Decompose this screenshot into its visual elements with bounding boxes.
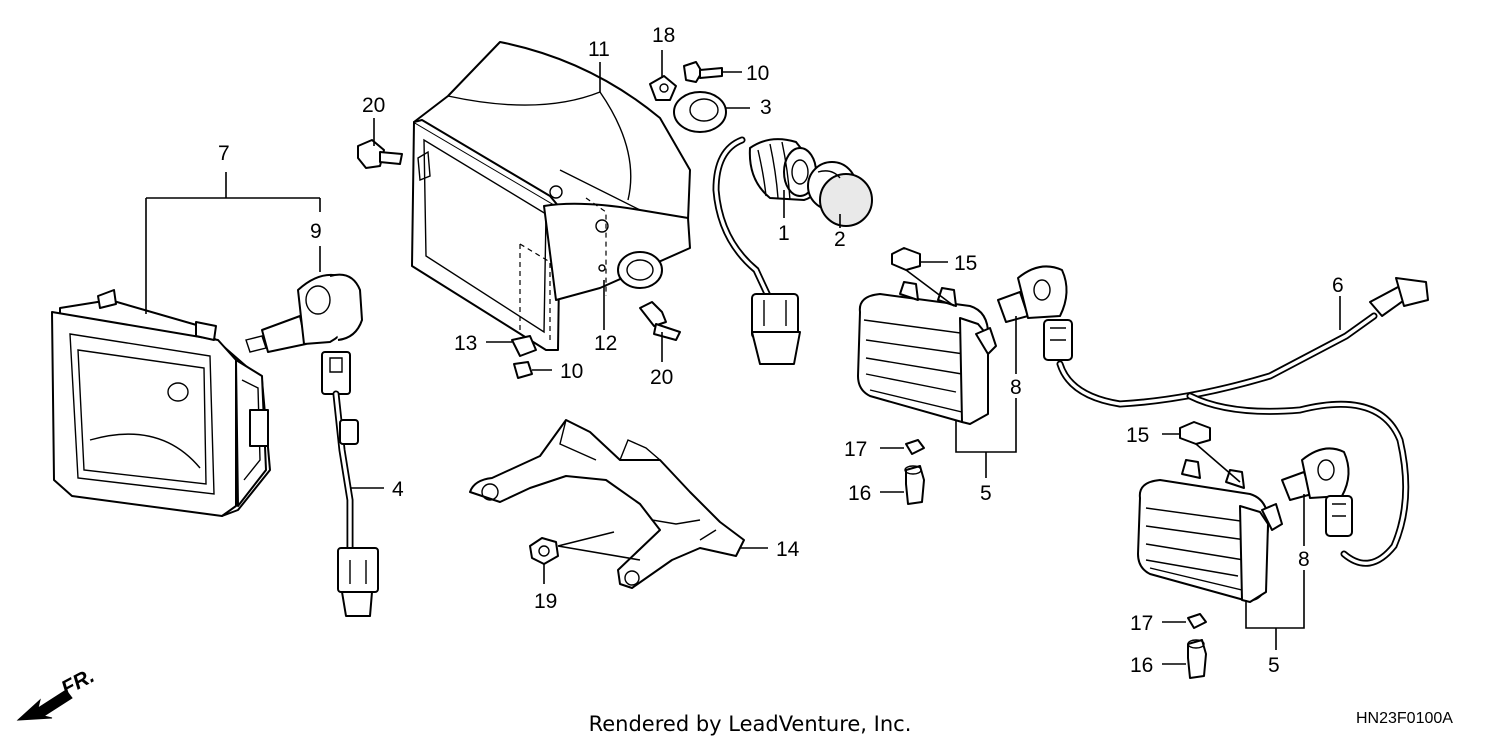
bolt-10-top[interactable] bbox=[683, 61, 723, 83]
callout-16-top: 16 bbox=[848, 482, 871, 505]
bolt-20-right[interactable] bbox=[639, 301, 681, 341]
callout-14: 14 bbox=[776, 538, 800, 561]
leader-lines bbox=[145, 50, 1341, 665]
callout-15-top: 15 bbox=[954, 252, 977, 275]
callout-17-top: 17 bbox=[844, 438, 867, 461]
callout-10-top: 10 bbox=[746, 62, 769, 85]
callout-5-bottom: 5 bbox=[1268, 654, 1280, 677]
headlight-assembly[interactable] bbox=[51, 289, 271, 517]
callout-2: 2 bbox=[834, 228, 846, 251]
callout-15-bottom: 15 bbox=[1126, 424, 1149, 447]
callout-8-top: 8 bbox=[1010, 376, 1022, 399]
callout-18: 18 bbox=[652, 24, 675, 47]
callout-13: 13 bbox=[454, 332, 477, 355]
accessory-socket[interactable] bbox=[712, 136, 820, 365]
footer-credit: Rendered by LeadVenture, Inc. bbox=[588, 712, 912, 736]
bolt-16-bottom[interactable] bbox=[1187, 639, 1207, 679]
callout-7: 7 bbox=[218, 142, 230, 165]
headlight-stay[interactable] bbox=[469, 419, 745, 589]
callout-5-top: 5 bbox=[980, 482, 992, 505]
fog-light-top[interactable] bbox=[857, 281, 997, 425]
callout-12: 12 bbox=[594, 332, 617, 355]
wire-harness-4[interactable] bbox=[321, 351, 379, 617]
callout-17-bottom: 17 bbox=[1130, 612, 1153, 635]
callout-1: 1 bbox=[778, 222, 790, 245]
callout-9: 9 bbox=[310, 220, 322, 243]
headlight-cover[interactable] bbox=[411, 41, 691, 351]
grommet-15-top[interactable] bbox=[891, 247, 921, 271]
callout-20-right: 20 bbox=[650, 366, 673, 389]
grommet-15-bottom[interactable] bbox=[1179, 421, 1211, 445]
washer-17-bottom[interactable] bbox=[1187, 613, 1207, 629]
nut-19[interactable] bbox=[529, 537, 559, 565]
fog-light-bottom[interactable] bbox=[1137, 459, 1283, 603]
fog-bulb-top[interactable] bbox=[997, 265, 1068, 323]
callout-3: 3 bbox=[760, 96, 772, 119]
ring-nut-3[interactable] bbox=[673, 91, 727, 133]
fog-light-harness[interactable] bbox=[1043, 277, 1429, 567]
callout-19: 19 bbox=[534, 590, 557, 613]
bolt-20-left[interactable] bbox=[357, 139, 403, 169]
callout-10-bottom: 10 bbox=[560, 360, 583, 383]
bolt-10-bottom[interactable] bbox=[513, 361, 533, 379]
callout-4: 4 bbox=[392, 478, 404, 501]
callout-20-left: 20 bbox=[362, 94, 385, 117]
headlight-bulb[interactable] bbox=[245, 273, 363, 353]
callout-6: 6 bbox=[1332, 274, 1344, 297]
nut-18[interactable] bbox=[649, 75, 677, 101]
washer-17-top[interactable] bbox=[905, 439, 925, 455]
callout-11: 11 bbox=[588, 38, 610, 61]
bolt-16-top[interactable] bbox=[904, 465, 925, 505]
callout-16-bottom: 16 bbox=[1130, 654, 1153, 677]
callout-numbers: 7 9 20 11 18 10 3 1 2 13 10 12 20 4 14 1… bbox=[218, 24, 1344, 677]
callout-8-bottom: 8 bbox=[1298, 548, 1310, 571]
diagram-code: HN23F0100A bbox=[1356, 710, 1453, 727]
socket-cap[interactable] bbox=[807, 161, 873, 227]
grommet-13[interactable] bbox=[511, 335, 537, 357]
fog-bulb-bottom[interactable] bbox=[1281, 447, 1350, 501]
